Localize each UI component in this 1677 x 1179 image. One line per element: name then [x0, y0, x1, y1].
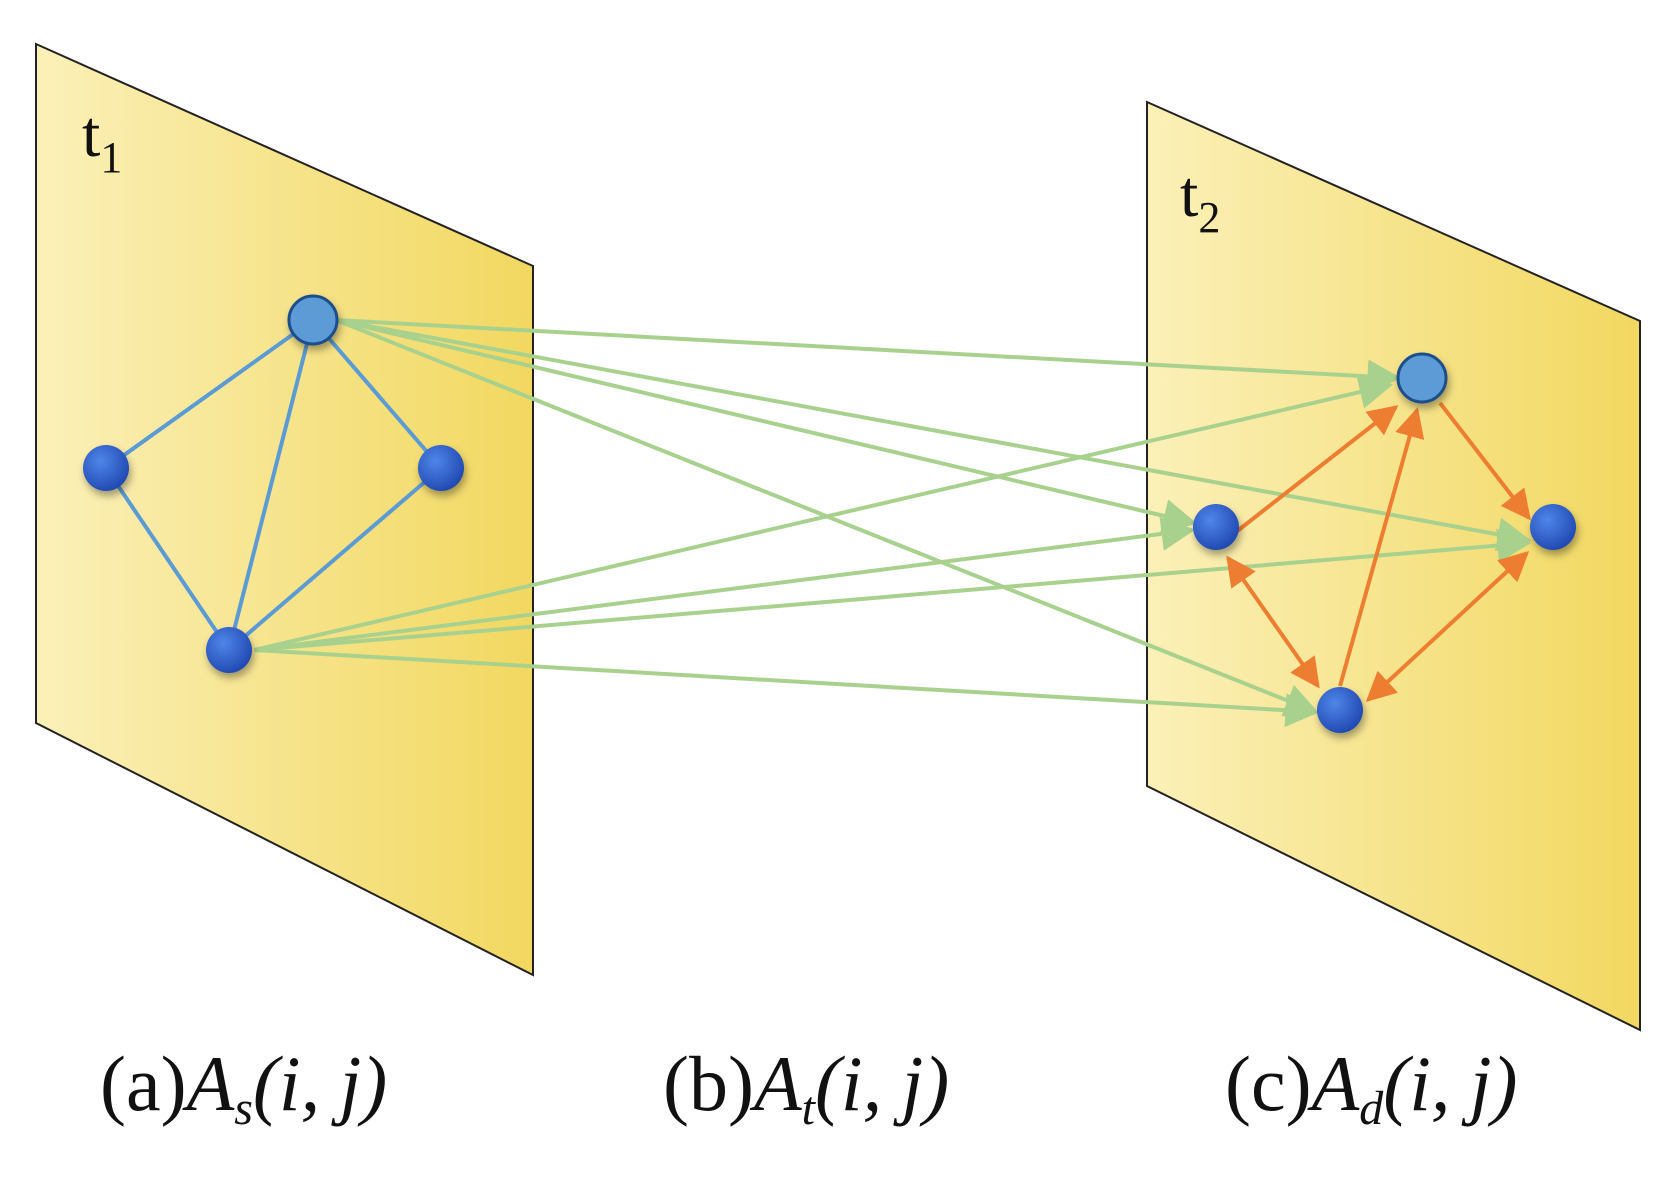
caption-c-symbol: A	[1311, 1040, 1360, 1127]
caption-b-args: (i, j)	[814, 1040, 950, 1127]
plane-t1-surface	[35, 42, 534, 977]
temporal-edge-top-top	[335, 318, 1402, 394]
plane-t2-label: t2	[1180, 158, 1220, 242]
plane-t2: t2	[1146, 100, 1641, 1032]
spatial-edge-top-bottom	[227, 319, 315, 651]
caption-a-symbol: A	[186, 1040, 235, 1127]
caption-c-tag: (c)	[1225, 1040, 1312, 1127]
temporal-edge-top-left	[335, 318, 1198, 533]
caption-c-args: (i, j)	[1383, 1040, 1518, 1127]
temporal-edge-bottom-bottom	[253, 648, 1320, 728]
t1-nodes	[83, 294, 464, 673]
plane-t2-surface	[1146, 100, 1641, 1032]
caption-b: (b)At(i, j)	[663, 1045, 949, 1133]
t2-node-bottom	[1317, 687, 1363, 733]
spatial-edge-right-bottom	[227, 466, 443, 652]
t1-node-bottom	[206, 627, 252, 673]
caption-b-subscript: t	[801, 1082, 815, 1135]
dynamic-edges	[1226, 401, 1531, 703]
plane-t1: t1	[35, 42, 534, 977]
spatial-edge-top-right	[311, 318, 443, 470]
dynamic-edge-top-right	[1438, 401, 1531, 521]
temporal-edges	[253, 318, 1532, 728]
t2-node-right	[1530, 504, 1576, 550]
temporal-edge-top-right	[335, 318, 1532, 552]
caption-a: (a)As(i, j)	[100, 1045, 387, 1133]
dynamic-edge-right-bottom	[1365, 550, 1530, 703]
caption-a-args: (i, j)	[252, 1040, 388, 1127]
caption-a-tag: (a)	[100, 1040, 187, 1127]
caption-b-tag: (b)	[663, 1040, 754, 1127]
plane-t1-label: t1	[82, 98, 122, 182]
spatial-edge-left-bottom	[104, 466, 231, 652]
dynamic-edge-left-top	[1234, 405, 1399, 534]
spatial-edge-top-left	[104, 318, 315, 470]
temporal-edge-bottom-top	[253, 375, 1394, 652]
t2-nodes	[1193, 352, 1576, 733]
caption-b-symbol: A	[753, 1040, 802, 1127]
caption-c: (c)Ad(i, j)	[1225, 1045, 1518, 1133]
t1-node-left	[83, 445, 129, 491]
caption-c-subscript: d	[1359, 1082, 1384, 1135]
t2-node-left	[1193, 504, 1239, 550]
t1-node-right	[418, 445, 464, 491]
dynamic-edge-bottom-top	[1338, 407, 1425, 687]
dynamic-edge-left-bottom	[1226, 555, 1320, 689]
caption-a-subscript: s	[234, 1082, 253, 1135]
temporal-edge-bottom-left	[253, 517, 1196, 652]
t1-node-top	[287, 294, 339, 346]
spatial-edges	[104, 318, 443, 652]
t2-node-top	[1396, 352, 1448, 404]
